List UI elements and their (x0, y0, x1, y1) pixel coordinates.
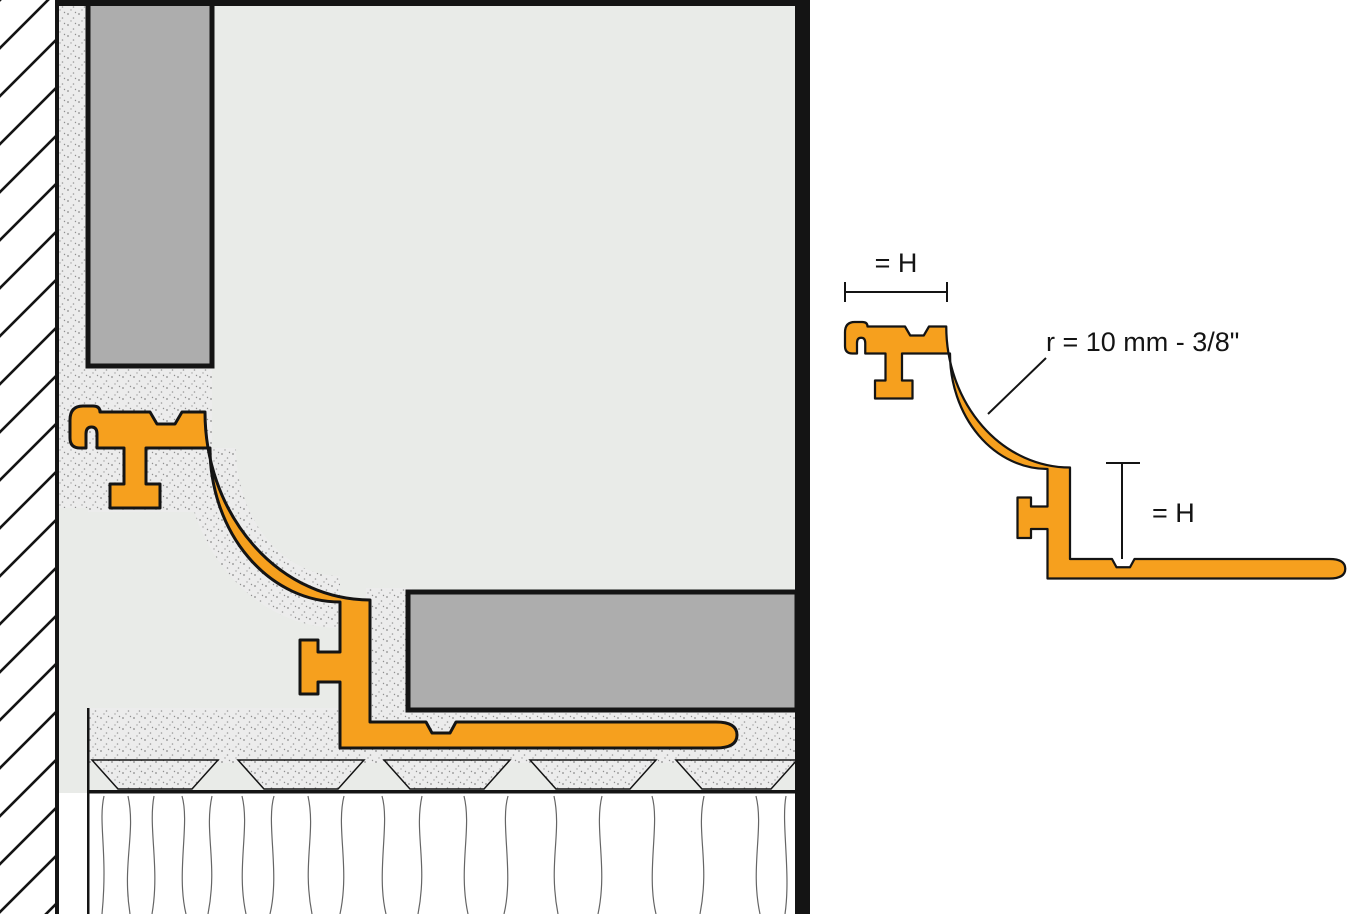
profile-detail-view: = H r = 10 mm - 3/8" = H (843, 248, 1347, 580)
trowel-notch (382, 759, 512, 790)
height-dimension: = H (1106, 462, 1195, 559)
wall-surface-line (55, 0, 59, 914)
assembly-left-edge-line (87, 708, 90, 914)
width-dimension-label: = H (875, 248, 918, 278)
top-cut-line (57, 0, 810, 6)
width-dimension-line (844, 282, 948, 302)
section-cut-line (795, 0, 810, 914)
width-dimension: = H (844, 248, 948, 302)
installation-cross-section (0, 0, 810, 914)
radius-leader-line (987, 357, 1047, 415)
floor-tile (405, 589, 800, 713)
trowel-notch (528, 759, 658, 790)
wall-substrate-hatch (0, 0, 57, 914)
radius-label: r = 10 mm - 3/8" (1046, 327, 1239, 357)
trowel-notches (90, 759, 799, 790)
subfloor-top-line (88, 790, 797, 794)
trowel-notch (90, 759, 220, 790)
trowel-notch (674, 759, 799, 790)
wood-subfloor-body (88, 793, 797, 914)
wall-tile (85, 0, 215, 369)
height-dimension-line (1106, 462, 1140, 559)
trowel-notch (236, 759, 366, 790)
height-dimension-label: = H (1152, 498, 1195, 528)
wood-grain-lines (101, 795, 788, 914)
wood-subfloor (88, 793, 797, 914)
cove-profile-detail (843, 320, 1347, 580)
radius-annotation: r = 10 mm - 3/8" (987, 327, 1239, 415)
